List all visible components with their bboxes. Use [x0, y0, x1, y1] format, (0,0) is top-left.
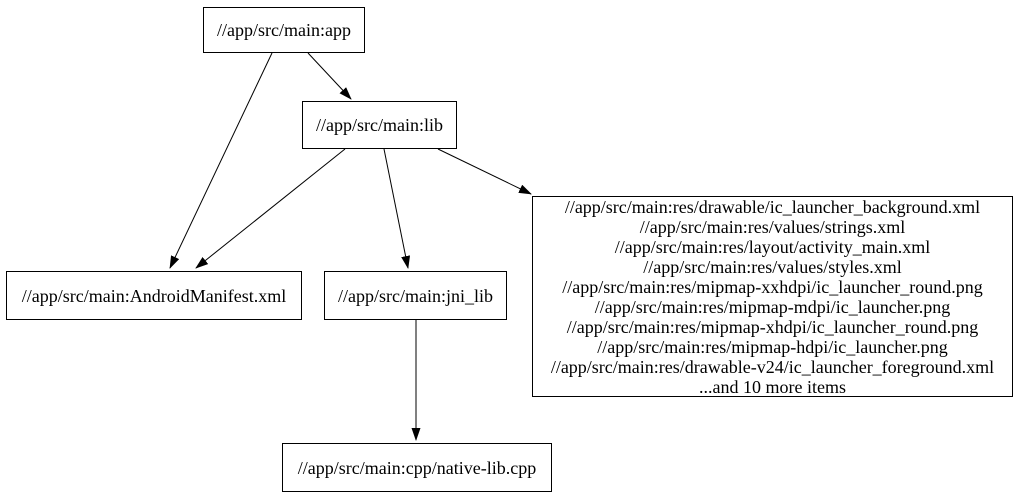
res-more-items-label: ...and 10 more items — [699, 376, 846, 397]
edge-app-lib — [307, 52, 352, 100]
node-lib-label: //app/src/main:lib — [316, 115, 443, 135]
res-file-item: //app/src/main:res/mipmap-hdpi/ic_launch… — [597, 336, 948, 357]
res-file-item: //app/src/main:res/mipmap-mdpi/ic_launch… — [594, 296, 951, 317]
node-jni-lib-label: //app/src/main:jni_lib — [338, 285, 493, 306]
res-file-item: //app/src/main:res/drawable/ic_launcher_… — [564, 196, 981, 217]
edge-lib-manifest — [195, 148, 346, 269]
node-android-manifest: //app/src/main:AndroidManifest.xml — [6, 271, 302, 320]
edge-lib-jni-lib — [383, 148, 411, 269]
node-android-manifest-label: //app/src/main:AndroidManifest.xml — [21, 285, 287, 306]
node-native-lib-cpp: //app/src/main:cpp/native-lib.cpp — [282, 443, 552, 492]
res-file-item: //app/src/main:res/mipmap-xhdpi/ic_launc… — [566, 316, 979, 337]
res-file-item: //app/src/main:res/values/strings.xml — [639, 216, 906, 237]
node-lib: //app/src/main:lib — [302, 101, 457, 149]
res-file-item: //app/src/main:res/mipmap-xxhdpi/ic_laun… — [562, 276, 983, 297]
node-native-lib-cpp-label: //app/src/main:cpp/native-lib.cpp — [297, 457, 537, 478]
res-file-item: //app/src/main:res/values/styles.xml — [643, 256, 902, 277]
res-file-item: //app/src/main:res/layout/activity_main.… — [614, 236, 931, 257]
edge-lib-res-group — [437, 148, 532, 195]
node-app: //app/src/main:app — [203, 7, 365, 53]
res-file-item: //app/src/main:res/drawable-v24/ic_launc… — [550, 356, 995, 377]
node-res-group: //app/src/main:res/drawable/ic_launcher_… — [532, 196, 1013, 397]
node-jni-lib: //app/src/main:jni_lib — [324, 271, 507, 320]
node-app-label: //app/src/main:app — [217, 20, 351, 40]
edge-app-manifest — [169, 52, 273, 269]
